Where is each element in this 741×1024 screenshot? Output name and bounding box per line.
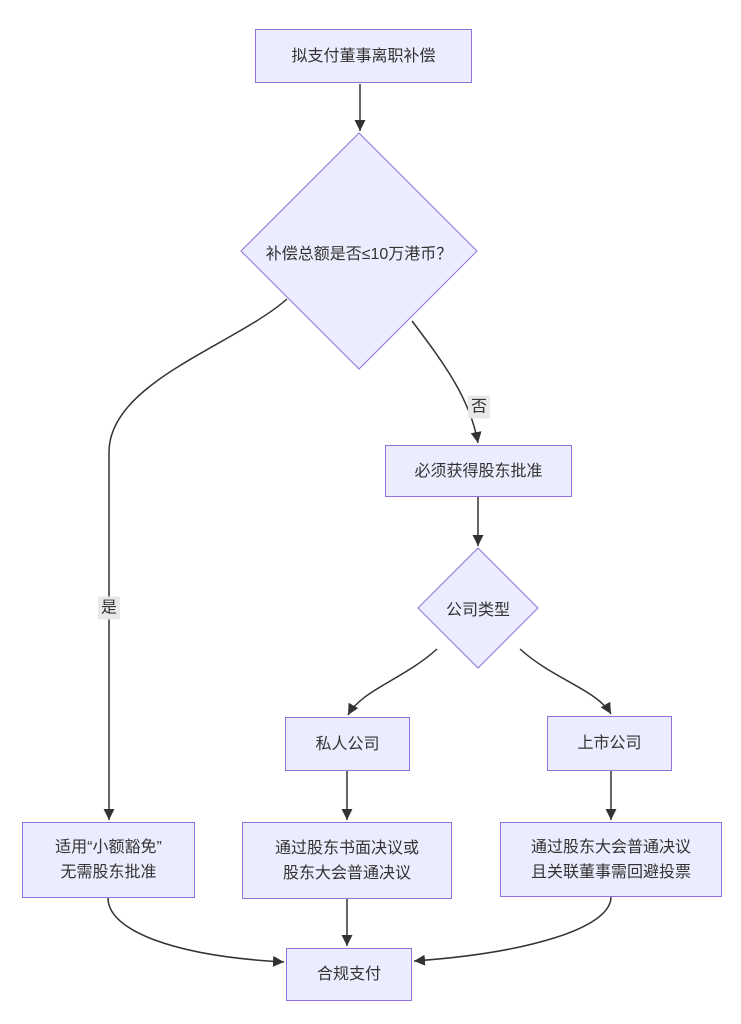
node-start-label: 拟支付董事离职补偿 [291,47,436,65]
node-start: 拟支付董事离职补偿 [255,29,472,83]
node-private-resolution-line2: 股东大会普通决议 [282,864,411,882]
node-private-company: 私人公司 [285,717,410,771]
node-small-exemption: 适用“小额豁免” 无需股东批准 [22,822,195,898]
edge-exemption-to-payment [107,897,285,967]
node-small-exemption-line1: 适用“小额豁免” [55,839,162,856]
node-private-resolution-line1: 通过股东书面决议或 [274,839,419,857]
edge-company-type-to-listed [519,648,612,715]
amount-decision-diamond [240,132,478,370]
node-listed-company: 上市公司 [547,716,672,771]
node-listed-resolution-line2: 且关联董事需回避投票 [530,863,691,881]
node-small-exemption-line2: 无需股东批准 [60,864,157,881]
node-private-resolution: 通过股东书面决议或 股东大会普通决议 [242,822,452,899]
node-listed-company-label: 上市公司 [577,735,642,752]
amount-decision-label: 补偿总额是否≤10万港币？ [265,246,453,263]
company-type-diamond [417,547,539,669]
node-shareholder-approval: 必须获得股东批准 [385,445,572,497]
node-compliant-payment-label: 合规支付 [316,966,381,983]
node-listed-resolution: 通过股东大会普通决议 且关联董事需回避投票 [500,822,722,897]
node-private-company-label: 私人公司 [315,735,380,753]
edge-listed-resolution-to-payment [413,896,612,966]
edge-label-yes: 是 [97,596,121,620]
company-type-label: 公司类型 [445,602,511,619]
edge-amount-decision-no-to-approval [411,320,482,444]
node-compliant-payment: 合规支付 [286,948,412,1001]
node-shareholder-approval-label: 必须获得股东批准 [414,462,543,480]
edge-amount-decision-yes-to-exemption [103,298,288,820]
edge-company-type-to-private [347,648,438,716]
node-listed-resolution-line1: 通过股东大会普通决议 [530,838,691,856]
edge-label-no: 否 [467,395,491,419]
